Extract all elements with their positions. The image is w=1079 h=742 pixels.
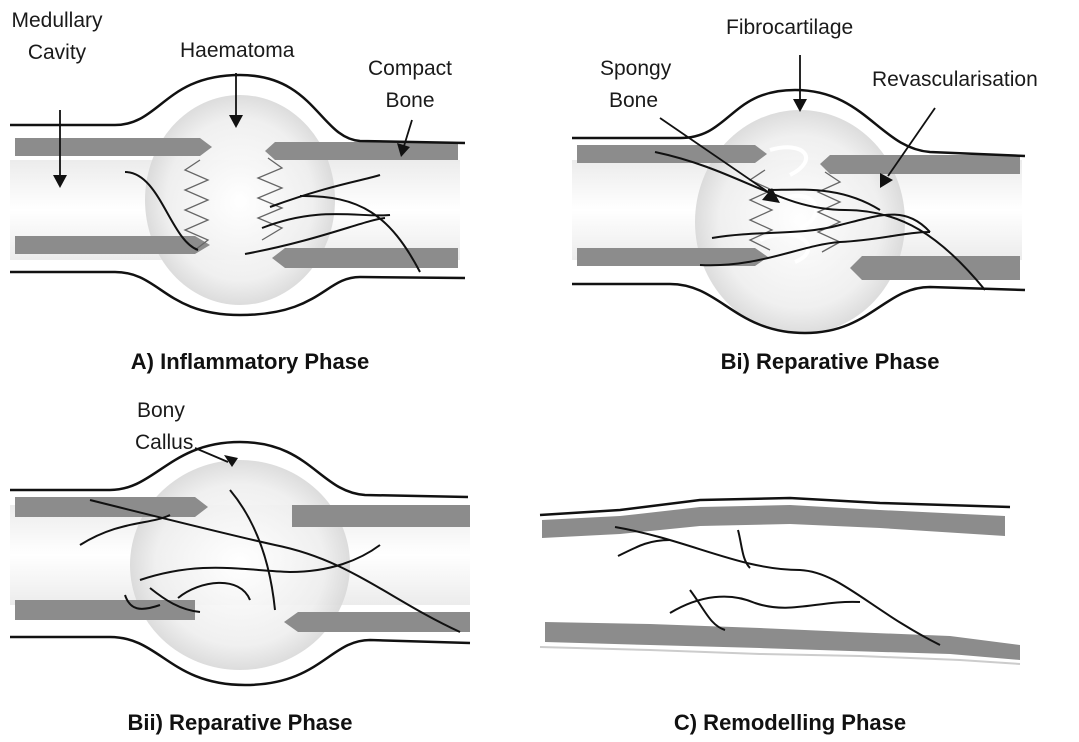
blood-vessel: [670, 597, 860, 613]
caption-remodelling-phase: C) Remodelling Phase: [600, 710, 980, 736]
compact-bone-upper-right: [820, 155, 1020, 174]
compact-bone-upper-left: [15, 138, 212, 156]
compact-bone-lower-left: [15, 600, 195, 620]
label-bone: Bone: [355, 88, 465, 114]
compact-bone-upper-left: [577, 145, 767, 163]
blood-vessel: [618, 540, 670, 556]
panel-remodelling-phase: [540, 498, 1020, 664]
panel-reparative-phase-bii: [10, 442, 470, 685]
compact-bone-upper-left: [15, 497, 208, 517]
label-medullary: Medullary: [2, 8, 112, 34]
label-spongy: Spongy: [600, 56, 671, 82]
compact-bone-lower-right: [284, 612, 470, 632]
label-bony: Bony: [137, 398, 185, 424]
caption-reparative-phase-bii: Bii) Reparative Phase: [50, 710, 430, 736]
arrowhead: [793, 99, 807, 112]
fibrocartilage-callus: [695, 110, 905, 334]
label-callus: Callus: [135, 430, 193, 456]
label-fibrocartilage: Fibrocartilage: [726, 15, 853, 41]
bony-callus: [130, 460, 350, 670]
label-haematoma: Haematoma: [180, 38, 294, 64]
label-compact: Compact: [355, 56, 465, 82]
compact-bone-lower-left: [15, 236, 210, 254]
label-revascularisation: Revascularisation: [872, 67, 1038, 93]
compact-bone-upper-right: [265, 142, 458, 160]
compact-bone-lower-right: [272, 248, 458, 268]
compact-bone-upper-right: [292, 505, 470, 527]
label-spongy-bone: Bone: [609, 88, 658, 114]
arrow-bony-callus: [195, 448, 228, 462]
caption-inflammatory-phase: A) Inflammatory Phase: [60, 349, 440, 375]
compact-bone-lower-right: [850, 256, 1020, 280]
caption-reparative-phase-bi: Bi) Reparative Phase: [640, 349, 1020, 375]
label-cavity: Cavity: [2, 40, 112, 66]
haematoma-swelling: [145, 95, 335, 305]
